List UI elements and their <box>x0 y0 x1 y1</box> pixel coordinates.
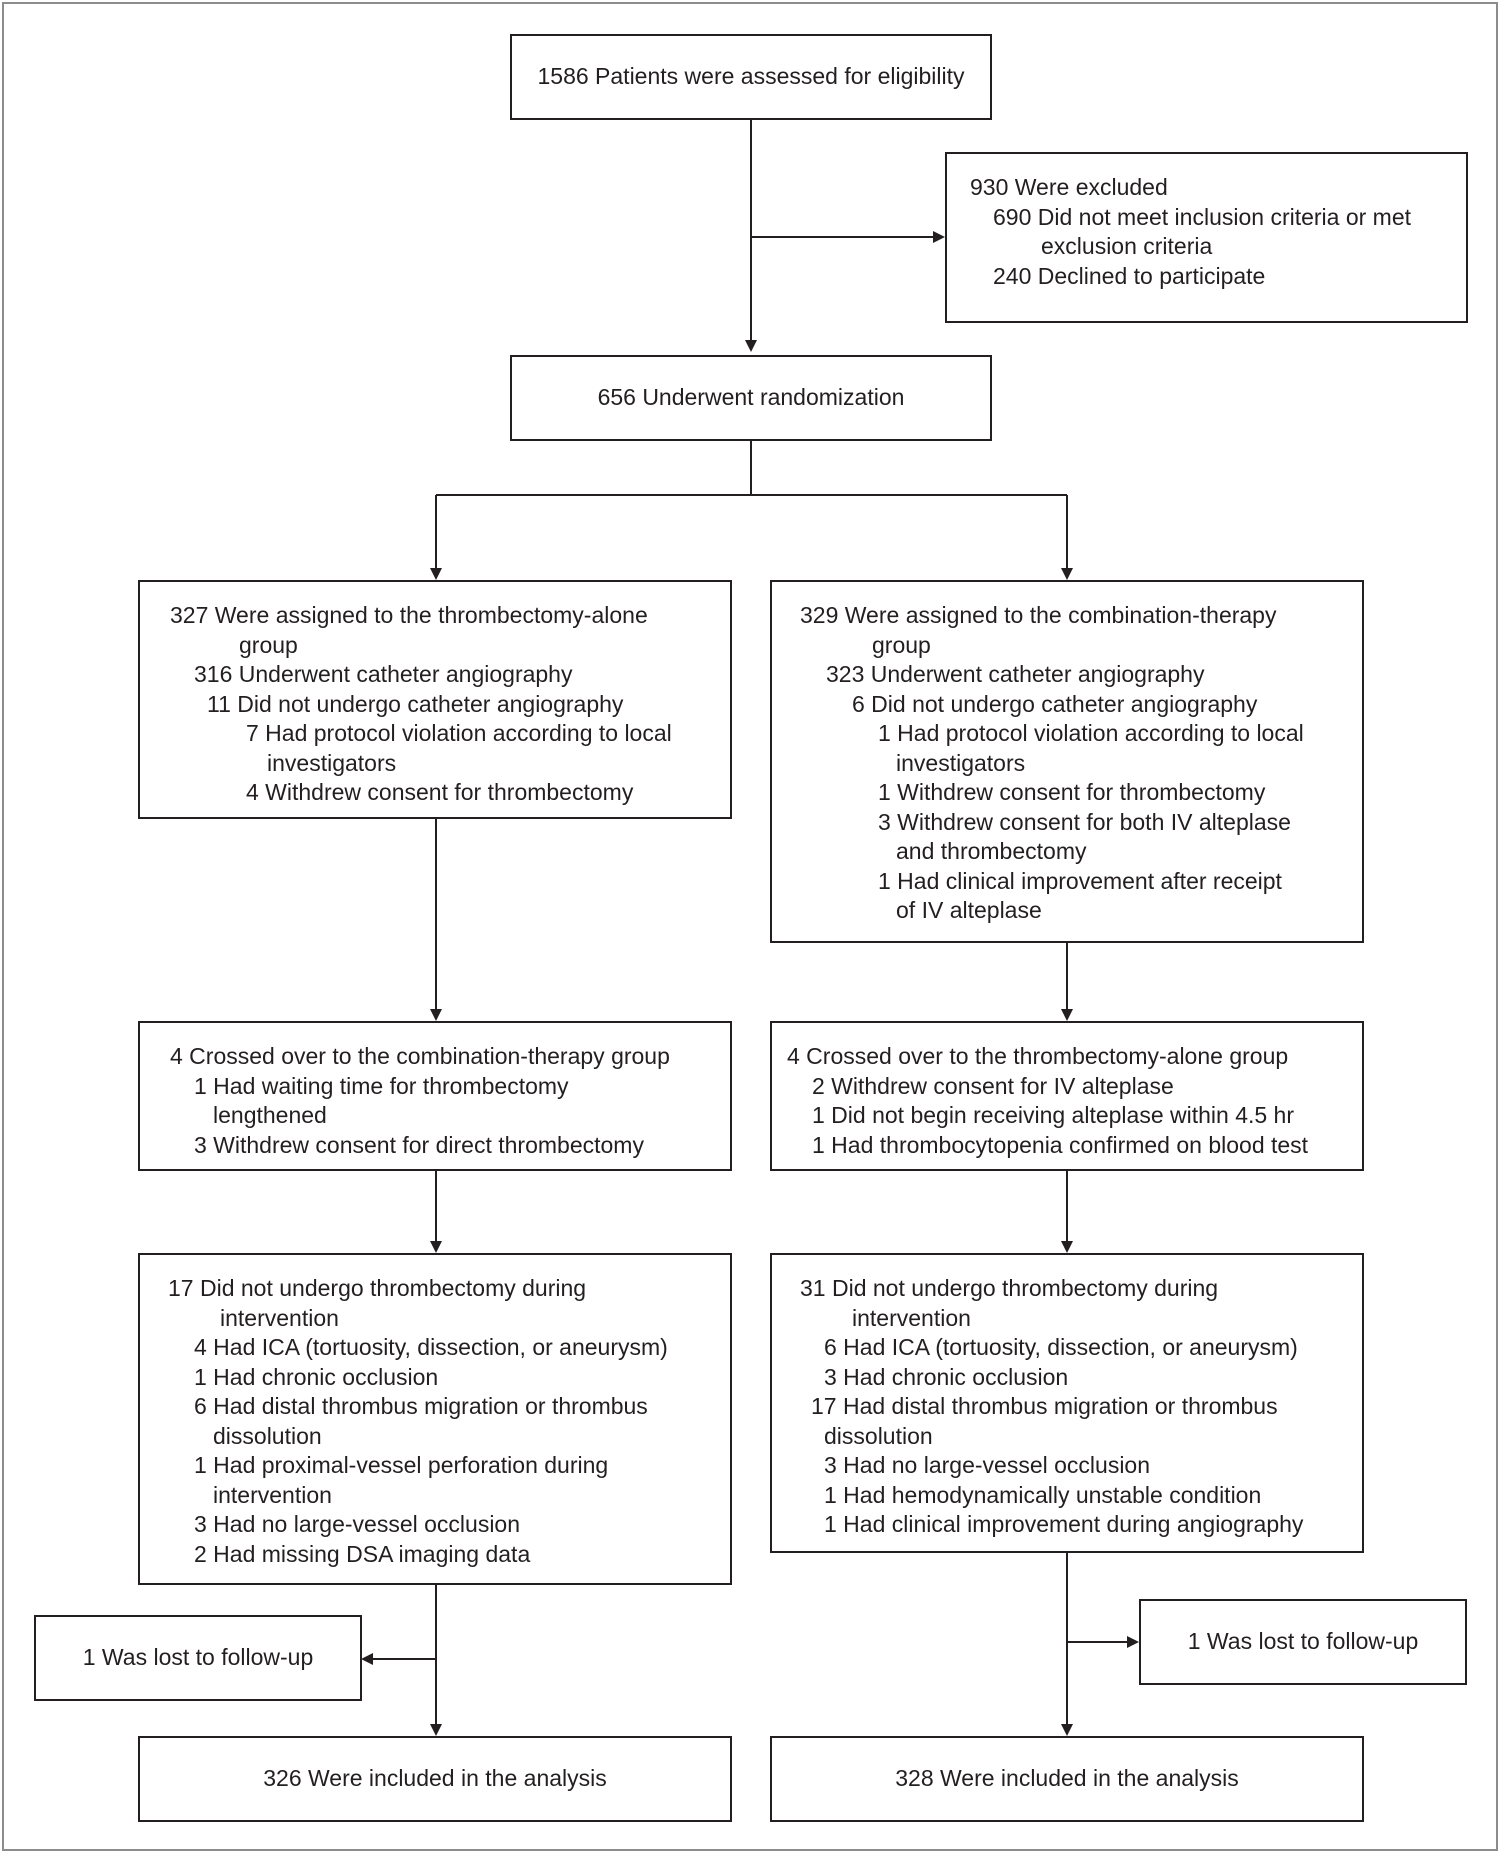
left-crossover-box: 4 Crossed over to the combination-therap… <box>138 1021 732 1171</box>
excluded-declined: 240 Declined to participate <box>993 262 1266 289</box>
right-no-thrombectomy-no-lvo: 3 Had no large-vessel occlusion <box>824 1452 1151 1478</box>
left-no-thrombectomy-missing-dsa: 2 Had missing DSA imaging data <box>194 1540 531 1567</box>
excluded-criteria: 690 Did not meet inclusion criteria or m… <box>993 203 1412 230</box>
right-lost-box: 1 Was lost to follow-up <box>1139 1599 1467 1685</box>
right-no-thrombectomy-unstable: 1 Had hemodynamically unstable condition <box>824 1481 1262 1508</box>
left-no-thrombectomy-box: 17 Did not undergo thrombectomy during i… <box>138 1253 732 1585</box>
left-no-thrombectomy-perforation: 1 Had proximal-vessel perforation during <box>194 1452 609 1478</box>
right-assigned-withdrew-both: 3 Withdrew consent for both IV alteplase <box>878 808 1291 835</box>
right-no-thrombectomy-migration-cont: dissolution <box>824 1422 933 1449</box>
left-lost-box: 1 Was lost to follow-up <box>34 1615 362 1701</box>
right-assigned-withdrew-thrombectomy: 1 Withdrew consent for thrombectomy <box>878 779 1266 805</box>
left-assigned-total-cont: group <box>239 631 298 658</box>
left-assigned-total: 327 Were assigned to the thrombectomy-al… <box>170 602 648 628</box>
left-no-thrombectomy-migration-cont: dissolution <box>213 1422 322 1449</box>
left-crossover-total: 4 Crossed over to the combination-therap… <box>170 1043 670 1069</box>
excluded-total: 930 Were excluded <box>970 174 1168 200</box>
randomization-box: 656 Underwent randomization <box>510 355 992 441</box>
right-no-thrombectomy-ica: 6 Had ICA (tortuosity, dissection, or an… <box>824 1334 1298 1360</box>
excluded-criteria-cont: exclusion criteria <box>1041 233 1213 259</box>
left-assigned-protocol-violation: 7 Had protocol violation according to lo… <box>246 720 672 746</box>
left-assigned-protocol-violation-cont: investigators <box>267 749 397 776</box>
left-lost-text: 1 Was lost to follow-up <box>82 1644 314 1671</box>
right-assigned-protocol-violation-cont: investigators <box>896 749 1026 776</box>
excluded-box: 930 Were excluded 690 Did not meet inclu… <box>945 152 1468 323</box>
right-assigned-withdrew-both-cont: and thrombectomy <box>896 838 1087 864</box>
right-assigned-clinical-improvement-cont: of IV alteplase <box>896 897 1042 923</box>
right-assigned-clinical-improvement: 1 Had clinical improvement after receipt <box>878 867 1282 894</box>
right-no-thrombectomy-chronic: 3 Had chronic occlusion <box>824 1363 1069 1390</box>
left-assigned-box: 327 Were assigned to the thrombectomy-al… <box>138 580 732 819</box>
left-no-thrombectomy-perforation-cont: intervention <box>213 1481 332 1508</box>
left-no-thrombectomy-chronic: 1 Had chronic occlusion <box>194 1363 439 1390</box>
right-assigned-total: 329 Were assigned to the combination-the… <box>800 602 1277 628</box>
right-no-thrombectomy-migration: 17 Had distal thrombus migration or thro… <box>811 1393 1278 1419</box>
right-assigned-no-angiography: 6 Did not undergo catheter angiography <box>852 690 1258 717</box>
randomization-text: 656 Underwent randomization <box>597 384 905 411</box>
right-crossover-thrombocytopenia: 1 Had thrombocytopenia confirmed on bloo… <box>812 1131 1309 1158</box>
left-analysis-text: 326 Were included in the analysis <box>263 1765 607 1792</box>
left-analysis-box: 326 Were included in the analysis <box>138 1736 732 1822</box>
left-no-thrombectomy-migration: 6 Had distal thrombus migration or throm… <box>194 1393 648 1419</box>
right-assigned-box: 329 Were assigned to the combination-the… <box>770 580 1364 943</box>
right-analysis-box: 328 Were included in the analysis <box>770 1736 1364 1822</box>
right-crossover-timing: 1 Did not begin receiving alteplase with… <box>812 1102 1295 1128</box>
right-assigned-total-cont: group <box>872 631 931 658</box>
assessed-text: 1586 Patients were assessed for eligibil… <box>537 63 965 90</box>
right-lost-text: 1 Was lost to follow-up <box>1187 1628 1419 1655</box>
right-no-thrombectomy-total-cont: intervention <box>852 1304 971 1331</box>
right-crossover-box: 4 Crossed over to the thrombectomy-alone… <box>770 1021 1364 1171</box>
left-assigned-angiography: 316 Underwent catheter angiography <box>194 661 573 687</box>
right-analysis-text: 328 Were included in the analysis <box>895 1765 1239 1792</box>
right-assigned-angiography: 323 Underwent catheter angiography <box>826 661 1205 687</box>
right-no-thrombectomy-box: 31 Did not undergo thrombectomy during i… <box>770 1253 1364 1553</box>
left-no-thrombectomy-total: 17 Did not undergo thrombectomy during <box>168 1275 587 1301</box>
left-crossover-withdrew: 3 Withdrew consent for direct thrombecto… <box>194 1131 644 1158</box>
right-crossover-withdrew: 2 Withdrew consent for IV alteplase <box>812 1072 1174 1099</box>
right-assigned-protocol-violation: 1 Had protocol violation according to lo… <box>878 720 1304 746</box>
left-assigned-no-angiography: 11 Did not undergo catheter angiography <box>207 690 624 717</box>
assessed-box: 1586 Patients were assessed for eligibil… <box>510 34 992 120</box>
left-crossover-waiting: 1 Had waiting time for thrombectomy <box>194 1072 569 1099</box>
left-crossover-waiting-cont: lengthened <box>213 1102 327 1128</box>
left-assigned-withdrew: 4 Withdrew consent for thrombectomy <box>246 779 634 805</box>
right-crossover-total: 4 Crossed over to the thrombectomy-alone… <box>787 1043 1289 1069</box>
right-no-thrombectomy-improvement: 1 Had clinical improvement during angiog… <box>824 1511 1304 1537</box>
left-no-thrombectomy-no-lvo: 3 Had no large-vessel occlusion <box>194 1511 521 1537</box>
right-no-thrombectomy-total: 31 Did not undergo thrombectomy during <box>800 1275 1219 1301</box>
left-no-thrombectomy-total-cont: intervention <box>220 1304 339 1331</box>
left-no-thrombectomy-ica: 4 Had ICA (tortuosity, dissection, or an… <box>194 1334 668 1360</box>
